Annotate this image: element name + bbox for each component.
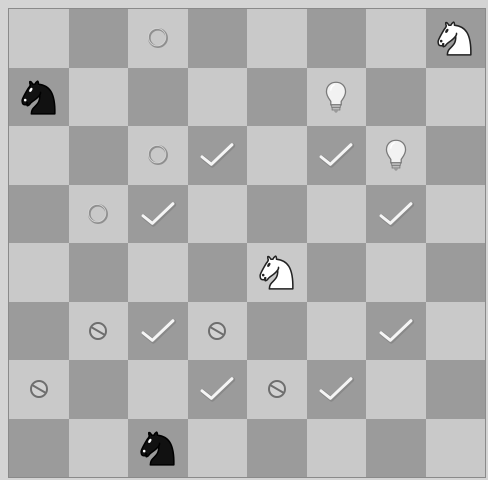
square-h3[interactable] — [426, 302, 486, 361]
square-d1[interactable] — [188, 419, 248, 478]
black-knight-icon[interactable] — [135, 425, 181, 471]
square-e3[interactable] — [247, 302, 307, 361]
square-d5[interactable] — [188, 185, 248, 244]
checkmark-icon — [198, 141, 236, 169]
square-f1[interactable] — [307, 419, 367, 478]
square-a7[interactable] — [9, 68, 69, 127]
chessboard — [9, 9, 485, 477]
square-g8[interactable] — [366, 9, 426, 68]
square-g7[interactable] — [366, 68, 426, 127]
square-a6[interactable] — [9, 126, 69, 185]
square-d6[interactable] — [188, 126, 248, 185]
square-h4[interactable] — [426, 243, 486, 302]
checkmark-icon — [377, 317, 415, 345]
square-e7[interactable] — [247, 68, 307, 127]
square-e4[interactable] — [247, 243, 307, 302]
square-h7[interactable] — [426, 68, 486, 127]
checkmark-icon — [317, 141, 355, 169]
square-d4[interactable] — [188, 243, 248, 302]
square-h1[interactable] — [426, 419, 486, 478]
square-c1[interactable] — [128, 419, 188, 478]
square-h2[interactable] — [426, 360, 486, 419]
checkmark-icon — [377, 200, 415, 228]
ring-icon — [85, 201, 111, 227]
square-c4[interactable] — [128, 243, 188, 302]
square-b4[interactable] — [69, 243, 129, 302]
square-g1[interactable] — [366, 419, 426, 478]
square-e1[interactable] — [247, 419, 307, 478]
square-g5[interactable] — [366, 185, 426, 244]
ring-icon — [145, 142, 171, 168]
checkmark-icon — [139, 200, 177, 228]
square-b1[interactable] — [69, 419, 129, 478]
square-h6[interactable] — [426, 126, 486, 185]
square-a4[interactable] — [9, 243, 69, 302]
forbidden-icon — [27, 377, 51, 401]
square-h5[interactable] — [426, 185, 486, 244]
square-d3[interactable] — [188, 302, 248, 361]
square-b3[interactable] — [69, 302, 129, 361]
square-a5[interactable] — [9, 185, 69, 244]
square-d2[interactable] — [188, 360, 248, 419]
square-g4[interactable] — [366, 243, 426, 302]
square-d8[interactable] — [188, 9, 248, 68]
square-e6[interactable] — [247, 126, 307, 185]
square-a2[interactable] — [9, 360, 69, 419]
square-f8[interactable] — [307, 9, 367, 68]
forbidden-icon — [265, 377, 289, 401]
square-g2[interactable] — [366, 360, 426, 419]
square-f5[interactable] — [307, 185, 367, 244]
square-f3[interactable] — [307, 302, 367, 361]
square-c7[interactable] — [128, 68, 188, 127]
square-e2[interactable] — [247, 360, 307, 419]
checkmark-icon — [317, 375, 355, 403]
lightbulb-icon — [383, 137, 409, 173]
forbidden-icon — [86, 319, 110, 343]
square-b7[interactable] — [69, 68, 129, 127]
square-f7[interactable] — [307, 68, 367, 127]
square-b2[interactable] — [69, 360, 129, 419]
square-a3[interactable] — [9, 302, 69, 361]
ring-icon — [145, 25, 171, 51]
square-e8[interactable] — [247, 9, 307, 68]
square-e5[interactable] — [247, 185, 307, 244]
lightbulb-icon — [323, 79, 349, 115]
square-f4[interactable] — [307, 243, 367, 302]
square-c3[interactable] — [128, 302, 188, 361]
square-g6[interactable] — [366, 126, 426, 185]
checkmark-icon — [139, 317, 177, 345]
square-f6[interactable] — [307, 126, 367, 185]
square-c2[interactable] — [128, 360, 188, 419]
white-knight-icon[interactable] — [432, 15, 478, 61]
square-c5[interactable] — [128, 185, 188, 244]
square-c6[interactable] — [128, 126, 188, 185]
square-g3[interactable] — [366, 302, 426, 361]
black-knight-icon[interactable] — [16, 74, 62, 120]
white-knight-icon[interactable] — [254, 249, 300, 295]
square-a1[interactable] — [9, 419, 69, 478]
square-b5[interactable] — [69, 185, 129, 244]
square-d7[interactable] — [188, 68, 248, 127]
square-b6[interactable] — [69, 126, 129, 185]
forbidden-icon — [205, 319, 229, 343]
square-a8[interactable] — [9, 9, 69, 68]
square-h8[interactable] — [426, 9, 486, 68]
square-c8[interactable] — [128, 9, 188, 68]
checkmark-icon — [198, 375, 236, 403]
square-f2[interactable] — [307, 360, 367, 419]
chessboard-frame — [8, 8, 486, 478]
square-b8[interactable] — [69, 9, 129, 68]
